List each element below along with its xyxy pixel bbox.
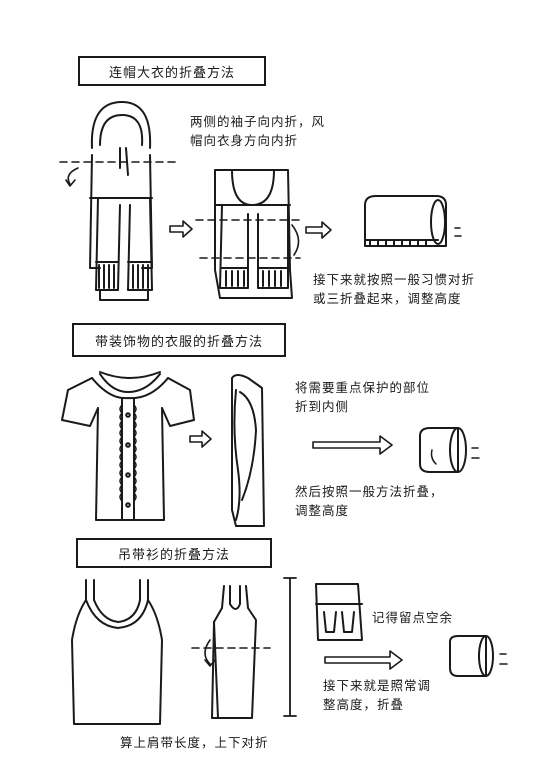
folded-blouse-icon bbox=[231, 374, 265, 527]
arrow-right-icon bbox=[324, 650, 403, 670]
arrow-right-icon bbox=[305, 221, 332, 239]
rolled-camisole-icon bbox=[449, 635, 508, 677]
rolled-coat-icon bbox=[364, 195, 462, 247]
blouse-note-fold-final: 然后按照一般方法折叠， 调整高度 bbox=[295, 484, 444, 518]
camisole-strap-fold-icon bbox=[315, 583, 363, 641]
height-marker-icon bbox=[283, 577, 297, 717]
hooded-coat-icon bbox=[59, 101, 176, 301]
coat-note-fold-sleeves: 两侧的袖子向内折，风 帽向衣身方向内折 bbox=[190, 114, 326, 148]
camisole-note-fold-half: 算上肩带长度，上下对折 bbox=[120, 735, 269, 750]
folded-coat-icon bbox=[195, 169, 303, 299]
section-title-decorated-clothes: 带装饰物的衣服的折叠方法 bbox=[72, 323, 286, 357]
arrow-right-icon bbox=[189, 430, 212, 448]
blouse-note-protect: 将需要重点保护的部位 折到内侧 bbox=[295, 380, 431, 414]
arrow-right-icon bbox=[169, 220, 193, 238]
section-title-hooded-coat: 连帽大衣的折叠方法 bbox=[78, 56, 266, 86]
section-title-camisole: 吊带衫的折叠方法 bbox=[76, 538, 272, 568]
camisole-note-leave-space: 记得留点空余 bbox=[372, 610, 454, 625]
camisole-note-fold-final: 接下来就是照常调 整高度，折叠 bbox=[323, 678, 432, 712]
camisole-icon bbox=[71, 579, 163, 725]
coat-note-fold-final: 接下来就按照一般习惯对折 或三折叠起来，调整高度 bbox=[313, 272, 476, 306]
blouse-icon bbox=[61, 371, 195, 521]
arrow-right-icon bbox=[312, 435, 393, 455]
folded-camisole-icon bbox=[191, 585, 271, 719]
rolled-blouse-icon bbox=[419, 427, 480, 473]
